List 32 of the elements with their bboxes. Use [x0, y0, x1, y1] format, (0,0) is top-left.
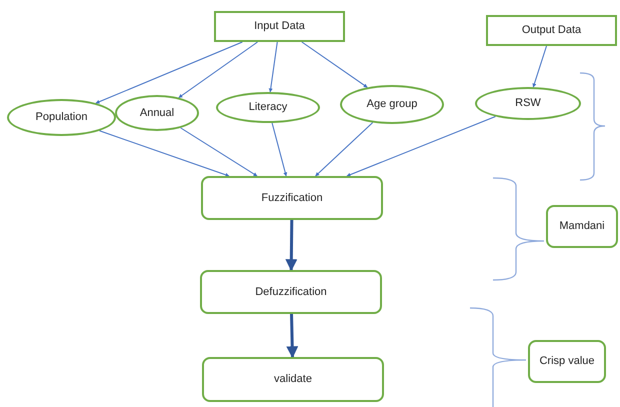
process-box: [200, 270, 382, 314]
node-label: Annual: [138, 106, 176, 120]
arrow: [272, 122, 288, 176]
arrow: [315, 122, 374, 176]
input-box: [214, 11, 345, 42]
arrow: [95, 42, 243, 104]
process-box: [202, 357, 384, 402]
node-label: Crisp value: [538, 354, 596, 369]
node-label: Population: [34, 110, 88, 125]
arrow: [180, 127, 258, 176]
arrow: [301, 42, 368, 88]
node-label: RSW: [514, 96, 542, 111]
arrow: [286, 314, 298, 358]
node-label: Age group: [366, 97, 418, 112]
input-ellipse: [115, 95, 199, 131]
node-label: Literacy: [248, 100, 288, 115]
node-label: Output Data: [520, 23, 582, 38]
arrow: [98, 130, 230, 177]
arrow: [268, 42, 278, 93]
arrow: [532, 46, 547, 88]
output-box: [486, 15, 617, 46]
result-box: [528, 340, 606, 383]
node-label: Mamdani: [558, 219, 606, 234]
node-label: validate: [273, 372, 313, 387]
arrow: [346, 116, 496, 177]
method-box: [546, 205, 618, 248]
node-label: Input Data: [253, 19, 306, 34]
arrow: [285, 220, 298, 272]
node-label: Defuzzification: [254, 284, 328, 300]
node-label: Fuzzification: [260, 190, 324, 206]
input-ellipse: [7, 99, 116, 136]
process-box: [201, 176, 383, 220]
